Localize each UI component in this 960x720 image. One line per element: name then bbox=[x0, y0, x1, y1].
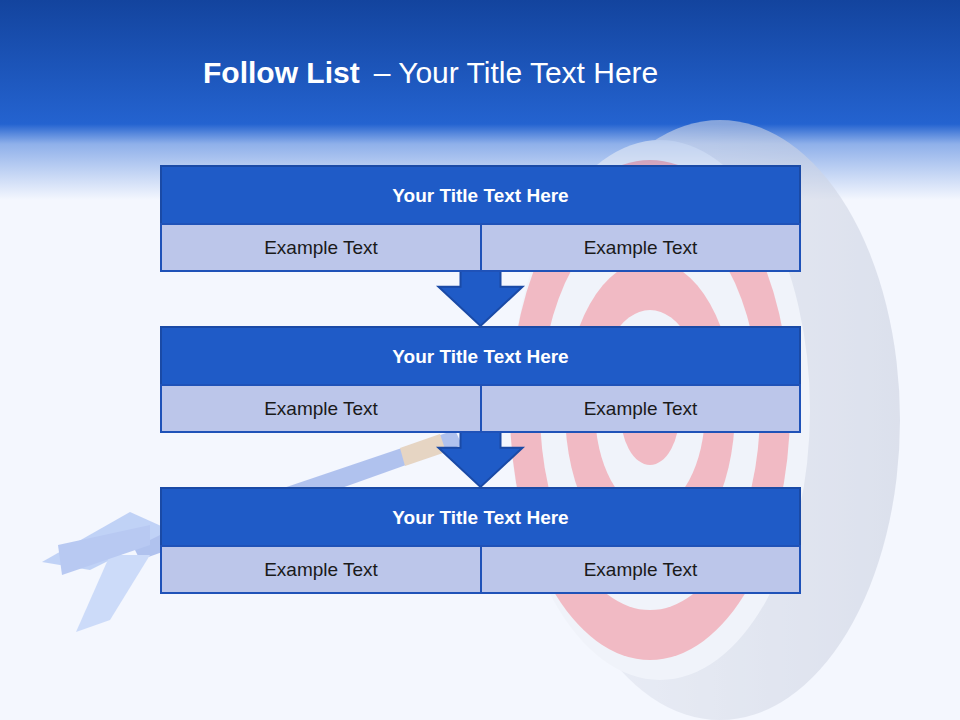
example-cell: Example Text bbox=[480, 545, 801, 594]
example-cell: Example Text bbox=[160, 223, 482, 272]
step-box: Your Title Text HereExample Text Example … bbox=[160, 165, 801, 270]
flow-arrow bbox=[439, 431, 523, 487]
cell-text: Example Text bbox=[584, 559, 698, 581]
example-cell: Example Text bbox=[480, 223, 801, 272]
cell-text: Example Text bbox=[584, 237, 698, 259]
example-cell: Example Text bbox=[160, 384, 482, 433]
cell-text: Example Text bbox=[264, 398, 378, 420]
cell-text: Example Text bbox=[584, 398, 698, 420]
cell-text: Example Text bbox=[264, 559, 378, 581]
step-title: Your Title Text Here bbox=[162, 489, 799, 546]
step-box: Your Title Text HereExample Text Example … bbox=[160, 326, 801, 431]
cell-text: Example Text bbox=[264, 237, 378, 259]
title-subtext: – Your Title Text Here bbox=[374, 56, 659, 89]
example-cell: Example Text bbox=[480, 384, 801, 433]
slide-title: Follow List – Your Title Text Here bbox=[203, 56, 658, 90]
example-cell: Example Text bbox=[160, 545, 482, 594]
step-title: Your Title Text Here bbox=[162, 167, 799, 224]
flow-arrow bbox=[439, 270, 523, 326]
title-text: Follow List bbox=[203, 56, 360, 89]
step-title: Your Title Text Here bbox=[162, 328, 799, 385]
step-box: Your Title Text HereExample Text Example … bbox=[160, 487, 801, 592]
